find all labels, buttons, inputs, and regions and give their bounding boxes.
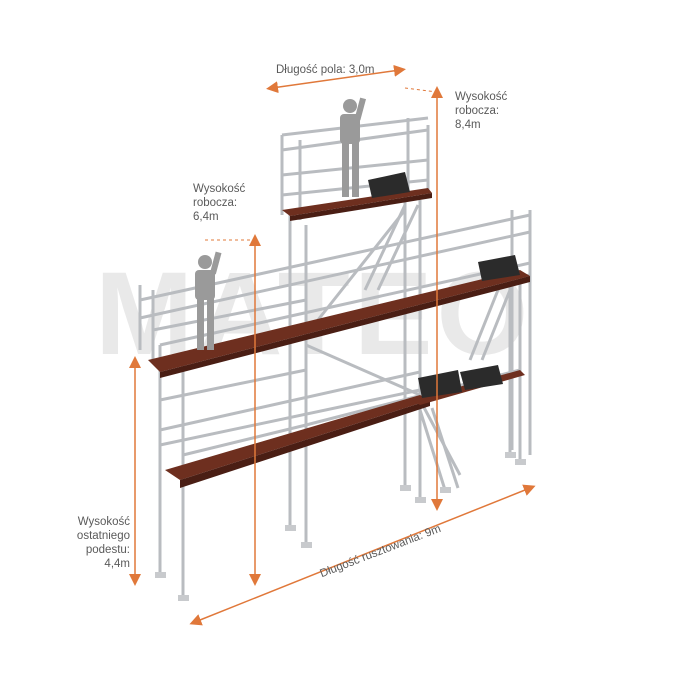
work-height-top-label: Wysokość robocza: 8,4m <box>455 91 508 131</box>
last-deck-height-label: Wysokość ostatniego podestu: 4,4m <box>76 516 130 570</box>
field-length-arrow <box>266 64 406 94</box>
work-height-mid-label: Wysokość robocza: 6,4m <box>193 183 246 223</box>
scaffold-length-arrow <box>189 484 536 626</box>
dimension-lines <box>129 64 536 626</box>
watermark-logo: MATEO <box>95 248 533 380</box>
worker-figures <box>195 97 367 350</box>
field-length-label: Długość pola: 3,0m <box>276 64 375 76</box>
platform-decks <box>148 188 530 488</box>
